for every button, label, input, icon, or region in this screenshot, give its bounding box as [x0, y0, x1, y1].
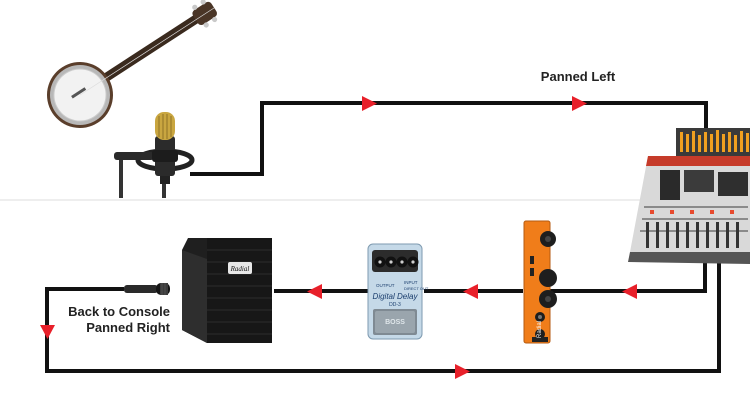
dynamic-mic-icon: [124, 283, 170, 295]
speaker-cabinet-icon: Radial: [182, 238, 272, 343]
arrow-right-2: [572, 96, 587, 111]
banjo-icon: [46, 0, 218, 128]
panned-left-label: Panned Left: [541, 69, 616, 84]
arrow-down: [40, 325, 55, 339]
cable-console-to-preamp: [548, 262, 707, 293]
arrow-left-1: [622, 284, 637, 299]
condenser-mic-icon: [114, 112, 195, 198]
pedal-direct-out-label: DIRECT OUT: [404, 286, 429, 291]
arrow-right-1: [362, 96, 377, 111]
pedal-model-label: DD-3: [389, 302, 401, 308]
delay-pedal-icon: OUTPUT INPUT DIRECT OUT Digital Delay DD…: [367, 243, 429, 340]
panned-right-label: Panned Right: [86, 320, 170, 335]
pedal-output-label: OUTPUT: [376, 283, 395, 288]
preamp-module-icon: Radial: [523, 220, 557, 344]
pedal-brand-label: BOSS: [385, 319, 405, 326]
amp-logo-text: Radial: [230, 265, 250, 273]
mixing-console-icon: [628, 128, 750, 264]
preamp-brand-text: Radial: [537, 321, 543, 338]
pedal-name-label: Digital Delay: [373, 292, 419, 301]
cable-return-to-console: [45, 262, 721, 373]
pedal-input-label: INPUT: [404, 280, 418, 285]
arrow-left-3: [307, 284, 322, 299]
back-to-console-label: Back to Console: [68, 304, 170, 319]
cable-mic-to-console: [190, 101, 708, 176]
arrow-left-2: [463, 284, 478, 299]
arrow-right-3: [455, 364, 470, 379]
